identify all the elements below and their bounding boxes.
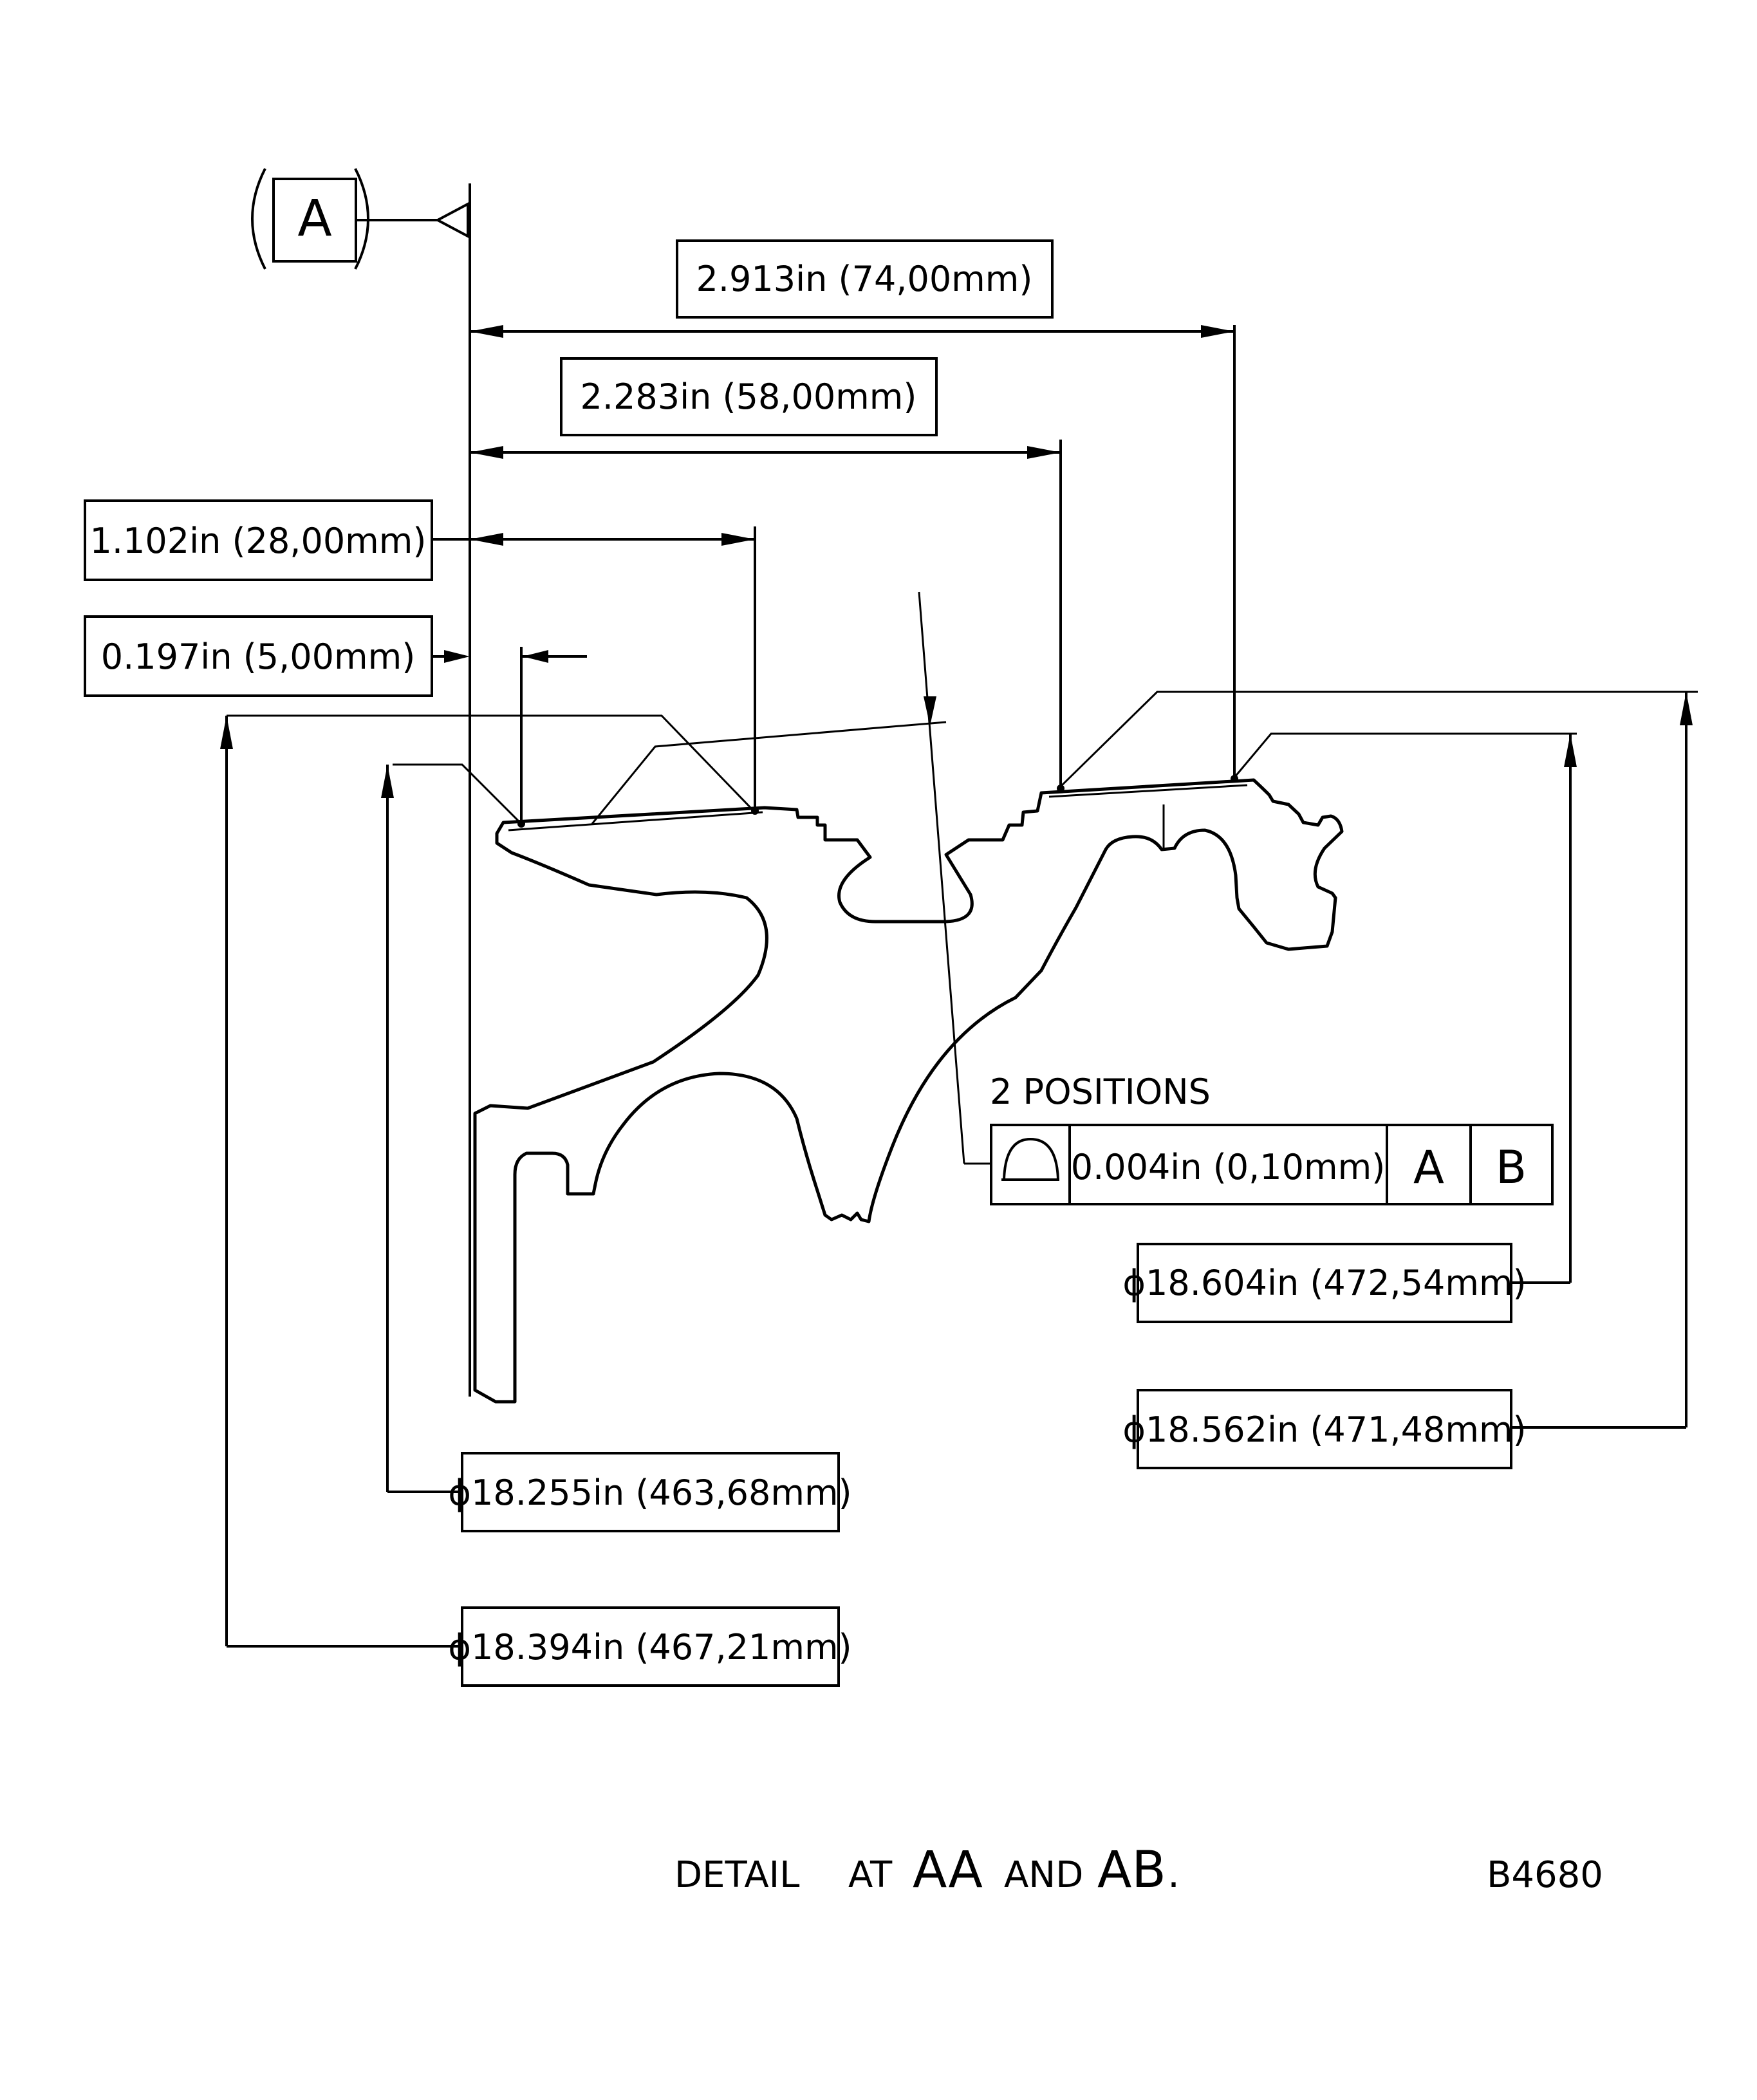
fcf-tolerance: 0.004in (0,10mm) — [1071, 1147, 1386, 1187]
dim-box-2283 — [560, 357, 938, 436]
diameter-ref-18255 — [393, 763, 523, 825]
fcf-frame — [990, 1124, 1554, 1205]
part-outline — [473, 778, 1344, 1404]
arrowhead — [381, 765, 394, 798]
dimension-dia-18562: ϕ18.562in (471,48mm) — [1122, 692, 1693, 1469]
arrowhead — [1027, 446, 1061, 459]
part-cross-section — [227, 691, 1698, 1404]
arrowhead — [1564, 734, 1577, 767]
dim-text-18562: ϕ18.562in (471,48mm) — [1122, 1409, 1526, 1450]
dim-text-1102: 1.102in (28,00mm) — [90, 521, 427, 561]
dim-text-18394: ϕ18.394in (467,21mm) — [448, 1627, 851, 1668]
arrowhead — [721, 533, 755, 546]
dimension-0197: 0.197in (5,00mm) — [84, 615, 587, 821]
profile-leader — [918, 591, 991, 1165]
dim-text-0197: 0.197in (5,00mm) — [101, 637, 416, 677]
dim-box-18394 — [461, 1606, 840, 1687]
caption-period: . — [1167, 1852, 1180, 1897]
arrowhead — [523, 650, 548, 663]
seal-strip-left — [508, 811, 763, 832]
dim-text-2913: 2.913in (74,00mm) — [696, 259, 1033, 299]
dimension-2283: 2.283in (58,00mm) — [470, 357, 1062, 786]
fcf-datum-2: B — [1496, 1141, 1527, 1194]
dimension-dia-18255: ϕ18.255in (463,68mm) — [381, 765, 852, 1532]
diameter-ref-18394 — [227, 714, 756, 813]
datum-label: A — [297, 190, 331, 248]
drawing-number: B4680 — [1487, 1854, 1603, 1896]
dim-box-2913 — [676, 239, 1054, 319]
caption-at: AT — [848, 1854, 893, 1896]
datum-a-symbol: A — [251, 168, 469, 270]
arrowhead — [924, 696, 936, 726]
caption: DETAIL AT AA AND AB . — [674, 1841, 1180, 1899]
dim-text-2283: 2.283in (58,00mm) — [581, 376, 917, 417]
arrowhead — [1680, 692, 1693, 725]
caption-and: AND — [1004, 1854, 1083, 1896]
point-marker — [1231, 775, 1238, 783]
caption-ab: AB — [1097, 1841, 1166, 1899]
arrowhead — [1201, 325, 1234, 338]
dim-box-18255 — [461, 1452, 840, 1532]
seal-strip-right — [1048, 784, 1248, 798]
diameter-ref-18562 — [1059, 691, 1698, 788]
dim-box-0197 — [84, 615, 433, 697]
arrowhead — [470, 325, 503, 338]
arrowhead — [470, 533, 503, 546]
dim-text-18604: ϕ18.604in (472,54mm) — [1122, 1263, 1526, 1303]
profile-ref-left — [591, 721, 947, 824]
dim-box-18562 — [1137, 1389, 1512, 1469]
arrowhead — [470, 446, 503, 459]
dimension-dia-18394: ϕ18.394in (467,21mm) — [220, 716, 852, 1687]
dimension-2913: 2.913in (74,00mm) — [470, 239, 1236, 777]
dim-text-18255: ϕ18.255in (463,68mm) — [448, 1473, 851, 1513]
leader-line — [918, 591, 965, 1164]
feature-control-frame: 2 POSITIONS 0.004in (0,10mm) A B — [990, 1072, 1554, 1205]
caption-aa: AA — [913, 1841, 983, 1899]
fcf-datum-1: A — [1413, 1141, 1444, 1194]
datum-triangle — [434, 201, 469, 239]
dim-box-18604 — [1137, 1243, 1512, 1323]
arrowhead — [444, 650, 470, 663]
arrowhead — [220, 716, 233, 749]
datum-bracket-left — [251, 168, 266, 270]
profile-of-surface-icon — [1001, 1137, 1059, 1181]
dimension-dia-18604: ϕ18.604in (472,54mm) — [1122, 734, 1577, 1323]
point-marker — [1057, 785, 1064, 792]
dim-box-1102 — [84, 499, 433, 581]
caption-detail: DETAIL — [674, 1854, 799, 1896]
dimension-1102: 1.102in (28,00mm) — [84, 499, 756, 812]
positions-note: 2 POSITIONS — [990, 1072, 1211, 1112]
diameter-ref-18604 — [1233, 732, 1577, 778]
